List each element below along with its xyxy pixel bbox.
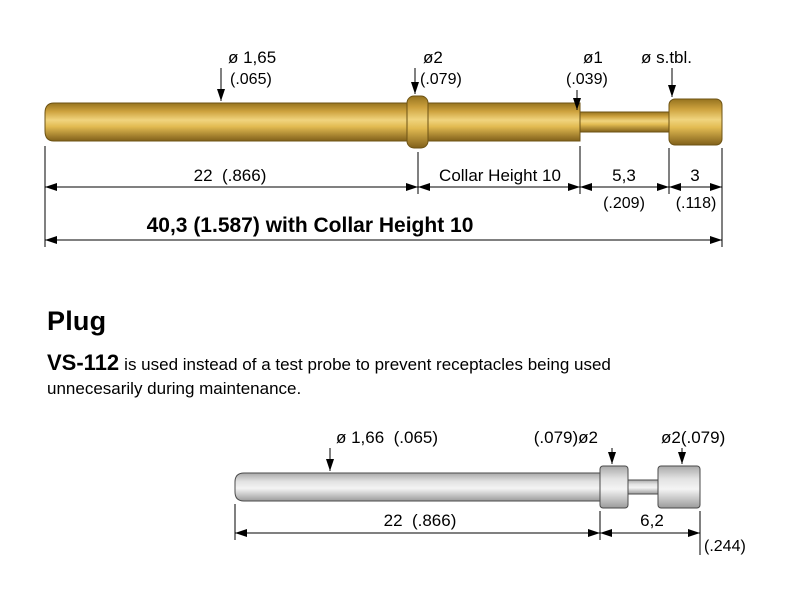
label-plug-diameter-166: ø 1,66 (.065) [336,428,438,447]
label-plug-diameter-2-left: (.079)ø2 [534,428,598,447]
plug-description-line2: unnecesarily during maintenance. [47,377,757,401]
description-text-1: is used instead of a test probe to preve… [124,355,611,374]
description-text-2: unnecesarily during maintenance. [47,379,302,398]
dim-plug-end-length-inch: (.244) [704,538,746,555]
receptacle-tip [668,98,723,146]
dim-tip-length: 3 [690,166,699,185]
label-diameter-table: ø s.tbl. [641,48,692,67]
receptacle-plunger-rod [579,111,670,133]
dim-plug-end-length: 6,2 [640,511,664,530]
label-diameter-165-inch: (.065) [230,71,272,88]
dim-barrel-length: 22 (.866) [194,166,267,185]
label-diameter-165: ø 1,65 [228,48,276,67]
label-diameter-2-inch: (.079) [420,71,462,88]
label-diameter-1-inch: (.039) [566,71,608,88]
dim-collar-height: Collar Height 10 [439,166,561,185]
plug-drawing: ø 1,66 (.065) (.079)ø2 ø2(.079) 22 (.866… [234,428,746,555]
label-diameter-1: ø1 [583,48,603,67]
plug-collar [599,465,629,509]
receptacle-collar [406,95,429,149]
dim-total-length: 40,3 (1.587) with Collar Height 10 [147,214,474,237]
dim-rod-length: 5,3 [612,166,636,185]
plug-head [657,465,701,509]
section-title: Plug [47,306,107,336]
plug-neck [627,479,659,495]
dim-plug-barrel-length: 22 (.866) [384,511,457,530]
plug-barrel [234,472,601,502]
dim-rod-length-inch: (.209) [603,195,645,212]
model-number: VS-112 [47,350,120,375]
dim-tip-length-inch: (.118) [676,195,717,212]
label-plug-diameter-2-right: ø2(.079) [661,428,725,447]
receptacle-drawing: ø 1,65 (.065) ø2 (.079) ø1 (.039) ø s.tb… [44,48,723,247]
label-diameter-2: ø2 [423,48,443,67]
receptacle-barrel [44,102,581,142]
